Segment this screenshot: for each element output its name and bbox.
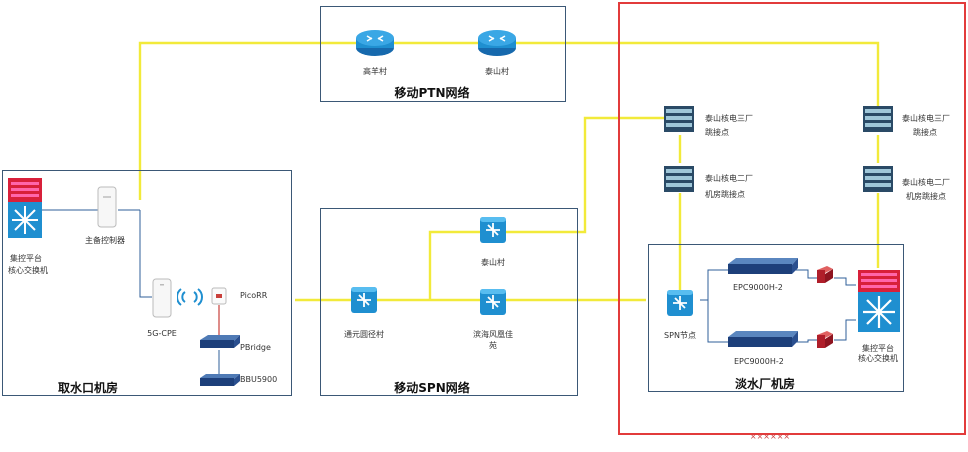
- fiber-module-top-icon: [817, 266, 833, 288]
- odf-3-label-line1: 泰山核电三厂: [902, 114, 950, 123]
- odf-4-label-line2: 机房跳接点: [906, 192, 946, 201]
- spn-tongyuan-label: 通元圆径村: [344, 330, 384, 339]
- controller-label: 主备控制器: [85, 236, 125, 245]
- odf-2-icon: [664, 166, 694, 196]
- epc-bottom-icon: [728, 329, 798, 353]
- spn-taishan-label: 泰山村: [481, 258, 505, 267]
- core-switch-right-icon: [858, 270, 900, 338]
- epc-top-icon: [728, 256, 798, 280]
- router-gaoyang-icon: [355, 28, 395, 62]
- ptn-network-title: 移动PTN网络: [394, 86, 470, 100]
- link-fiber-core-top: [834, 277, 856, 286]
- highlight-frame: [618, 2, 966, 435]
- picorr-label: PicoRR: [240, 291, 268, 300]
- core-switch-left-label-line1: 集控平台: [10, 254, 42, 263]
- qushui-room-title: 取水口机房: [57, 381, 119, 395]
- odf-4-icon: [863, 166, 893, 196]
- router-gaoyang-label: 高羊村: [363, 67, 387, 76]
- link-epc-fiber-top: [795, 269, 818, 279]
- cpe-icon: [152, 278, 172, 322]
- link-spn-taishan: [428, 116, 665, 300]
- spn-node-label: SPN节点: [664, 331, 696, 340]
- spn-network-title: 移动SPN网络: [394, 381, 470, 395]
- spn-node-icon: [667, 290, 693, 320]
- pbridge-label: PBridge: [240, 343, 271, 352]
- cpe-label: 5G-CPE: [147, 329, 177, 338]
- router-taishan-icon: [477, 28, 517, 62]
- spn-taishan-icon: [480, 217, 506, 247]
- wireless-signal-icon: [176, 286, 203, 312]
- odf-1-label-line1: 泰山核电三厂: [705, 114, 753, 123]
- ptn-network-frame: [320, 6, 566, 102]
- core-switch-left-icon: [8, 178, 42, 244]
- spn-binhai-label-line1: 滨海风凰佳: [473, 330, 513, 339]
- spn-binhai-icon: [480, 289, 506, 319]
- danshui-room-title: 淡水厂机房: [734, 377, 796, 391]
- odf-2-label-line2: 机房跳接点: [705, 190, 745, 199]
- spn-tongyuan-icon: [351, 287, 377, 317]
- bbu-icon: [200, 373, 240, 392]
- bbu-label: BBU5900: [240, 375, 278, 383]
- pbridge-icon: [200, 334, 240, 354]
- fiber-module-bottom-icon: [817, 331, 833, 353]
- odf-4-label-line1: 泰山核电二厂: [902, 178, 950, 187]
- odf-1-icon: [664, 106, 694, 136]
- controller-icon: [97, 186, 117, 232]
- epc-top-label: EPC9000H-2: [733, 283, 783, 292]
- odf-3-label-line2: 跳接点: [913, 128, 937, 137]
- link-fiber-core-bottom: [834, 319, 856, 341]
- link-cpe-backbone: [139, 210, 152, 298]
- picorr-icon: [211, 287, 227, 309]
- core-switch-right-label-line1: 集控平台: [862, 344, 894, 353]
- link-epc-fiber-bottom: [795, 339, 818, 343]
- spn-binhai-label-line2: 苑: [489, 341, 497, 350]
- core-switch-right-label-line2: 核心交换机: [858, 354, 898, 363]
- core-switch-left-label-line2: 核心交换机: [8, 266, 48, 275]
- footer-note: ××××××: [749, 432, 791, 441]
- spn-network-frame: [320, 208, 578, 396]
- epc-bottom-label: EPC9000H-2: [734, 357, 784, 366]
- danshui-room-frame: [648, 244, 904, 392]
- link-spn-epc-bottom: [700, 299, 730, 343]
- odf-3-icon: [863, 106, 893, 136]
- router-taishan-label: 泰山村: [485, 67, 509, 76]
- odf-2-label-line1: 泰山核电二厂: [705, 174, 753, 183]
- qushui-room-frame: [2, 170, 292, 396]
- odf-1-label-line2: 跳接点: [705, 128, 729, 137]
